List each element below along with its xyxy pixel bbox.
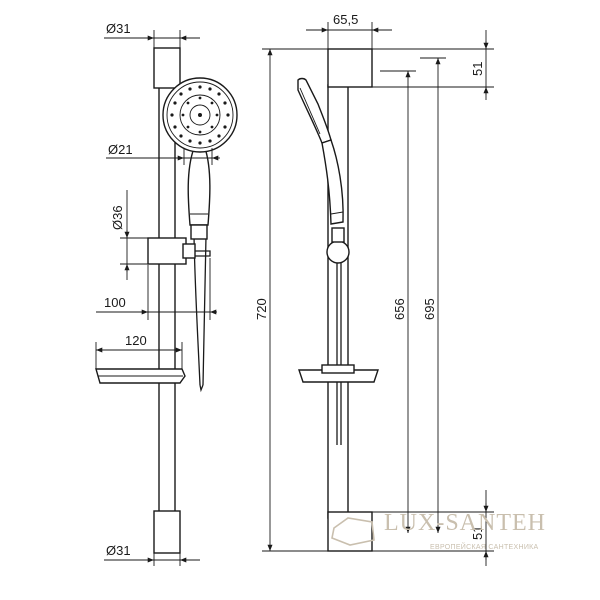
dim-handle-diameter: Ø21 bbox=[108, 142, 133, 157]
front-view bbox=[95, 47, 238, 554]
front-top-bracket bbox=[153, 47, 181, 89]
side-shower-head bbox=[297, 77, 332, 144]
dim-height-695: 695 bbox=[422, 298, 437, 320]
dim-bracket-width: 65,5 bbox=[333, 12, 358, 27]
front-hose bbox=[193, 235, 207, 386]
dim-bracket-height-bottom: 51 bbox=[470, 526, 485, 540]
dim-rail-diameter-top: Ø31 bbox=[106, 21, 131, 36]
watermark-tagline: ЕВРОПЕЙСКАЯ САНТЕХНИКА bbox=[430, 542, 539, 551]
front-dimensions: Ø31 Ø21 Ø36 100 120 Ø31 bbox=[95, 21, 220, 566]
dim-rail-diameter-bottom: Ø31 bbox=[106, 543, 131, 558]
watermark-brand: LUX-SANTEH bbox=[384, 510, 546, 536]
dim-holder-offset: 100 bbox=[104, 295, 126, 310]
watermark-logo-icon bbox=[331, 517, 375, 546]
dim-holder-diameter: Ø36 bbox=[110, 205, 125, 230]
dim-total-height: 720 bbox=[254, 298, 269, 320]
side-dimensions: 65,5 720 51 656 695 51 bbox=[254, 12, 494, 566]
front-handle bbox=[187, 147, 211, 226]
side-holder-knob bbox=[326, 240, 350, 264]
side-view bbox=[297, 48, 379, 552]
front-bottom-bracket bbox=[153, 510, 181, 554]
dim-bracket-height-top: 51 bbox=[470, 62, 485, 76]
front-slider-holder bbox=[147, 237, 187, 265]
side-top-bracket bbox=[327, 48, 373, 88]
dim-height-656: 656 bbox=[392, 298, 407, 320]
watermark: LUX-SANTEH ЕВРОПЕЙСКАЯ САНТЕХНИКА bbox=[331, 510, 546, 551]
front-rail bbox=[158, 84, 176, 519]
nozzle-dots bbox=[170, 85, 230, 145]
dim-soap-dish-width: 120 bbox=[125, 333, 147, 348]
side-handle bbox=[321, 139, 344, 225]
